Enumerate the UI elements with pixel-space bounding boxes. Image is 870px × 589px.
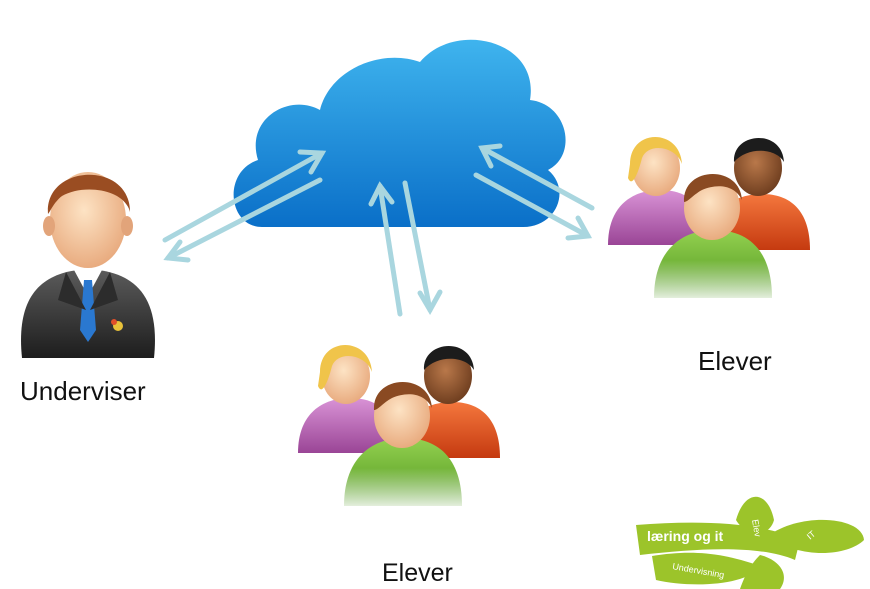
arrow-cloud-to-teacher: [163, 177, 323, 263]
arrow-cloud-to-students-bottom: [402, 180, 443, 316]
logo-text: læring og it: [647, 528, 724, 544]
logo-petal-word: Elev: [750, 519, 763, 538]
students-icon-right: [598, 137, 818, 305]
teacher-icon: [21, 172, 155, 358]
students-bottom-label: Elever: [382, 559, 453, 587]
students-icon-bottom: [288, 345, 508, 513]
arrow-teacher-to-cloud: [162, 149, 327, 243]
arrow-students-bottom-to-cloud: [368, 181, 403, 317]
students-right-label: Elever: [698, 346, 772, 376]
logo: læring og it Elev IT Undervisning: [636, 496, 864, 589]
teacher-label: Underviser: [20, 376, 146, 406]
arrow-cloud-to-students-right: [473, 172, 593, 241]
arrow-students-right-to-cloud: [478, 143, 595, 211]
